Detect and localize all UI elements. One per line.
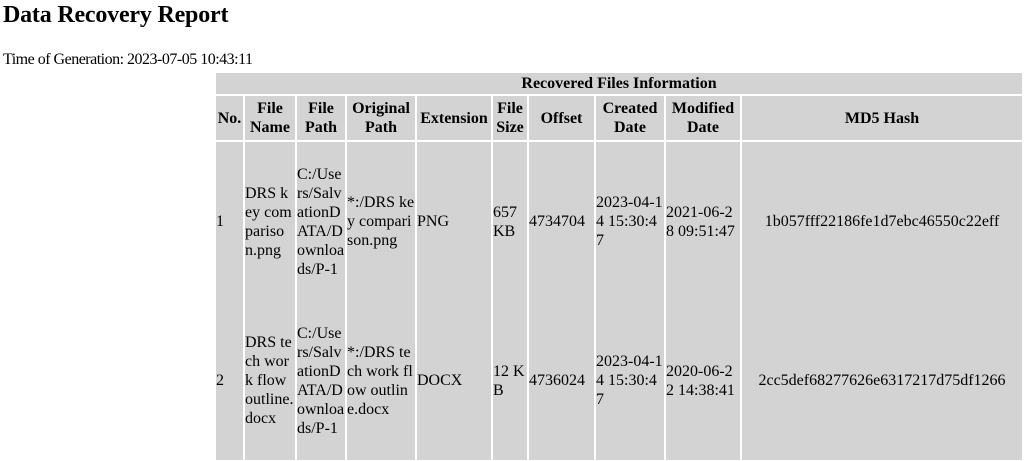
page-title: Data Recovery Report [3,2,229,28]
header-offset: Offset [528,95,596,142]
cell-file-size: 12 KB [492,301,529,460]
table-caption: Recovered Files Information [216,73,1022,96]
cell-file-size: 657 KB [492,141,529,301]
cell-original-path: *:/DRS key comparison.png [346,141,417,301]
cell-modified-date: 2021-06-28 09:51:47 [665,141,742,301]
cell-extension: DOCX [416,301,493,460]
cell-offset: 4734704 [528,141,596,301]
cell-modified-date: 2020-06-22 14:38:41 [665,301,742,460]
header-no: No. [216,95,245,142]
generation-time: Time of Generation: 2023-07-05 10:43:11 [3,51,253,68]
cell-offset: 4736024 [528,301,596,460]
header-created-date: Created Date [595,95,666,142]
cell-created-date: 2023-04-14 15:30:47 [595,141,666,301]
header-file-size: File Size [492,95,529,142]
header-file-name: File Name [244,95,297,142]
table-row: 2 DRS tech work flow outline.docx C:/Use… [216,301,1022,460]
cell-file-name: DRS key comparison.png [244,141,297,301]
header-modified-date: Modified Date [665,95,742,142]
cell-created-date: 2023-04-14 15:30:47 [595,301,666,460]
cell-md5-hash: 1b057fff22186fe1d7ebc46550c22eff [764,213,1000,230]
cell-no: 1 [216,141,245,301]
cell-file-path: C:/Users/SalvationDATA/Downloads/P-1 [296,141,347,301]
cell-no: 2 [216,301,245,460]
cell-extension: PNG [416,141,493,301]
cell-original-path: *:/DRS tech work flow outline.docx [346,301,417,460]
cell-file-path: C:/Users/SalvationDATA/Downloads/P-1 [296,301,347,460]
header-file-path: File Path [296,95,347,142]
header-md5-hash: MD5 Hash [741,95,1022,142]
cell-md5-hash: 2cc5def68277626e6317217d75df1266 [758,372,1006,389]
header-extension: Extension [416,95,493,142]
cell-file-name: DRS tech work flow outline.docx [244,301,297,460]
table-row: 1 DRS key comparison.png C:/Users/Salvat… [216,141,1022,301]
recovered-files-table: Recovered Files Information No. File Nam… [216,73,1022,460]
header-original-path: Original Path [346,95,417,142]
table-header-row: No. File Name File Path Original Path Ex… [216,95,1022,142]
